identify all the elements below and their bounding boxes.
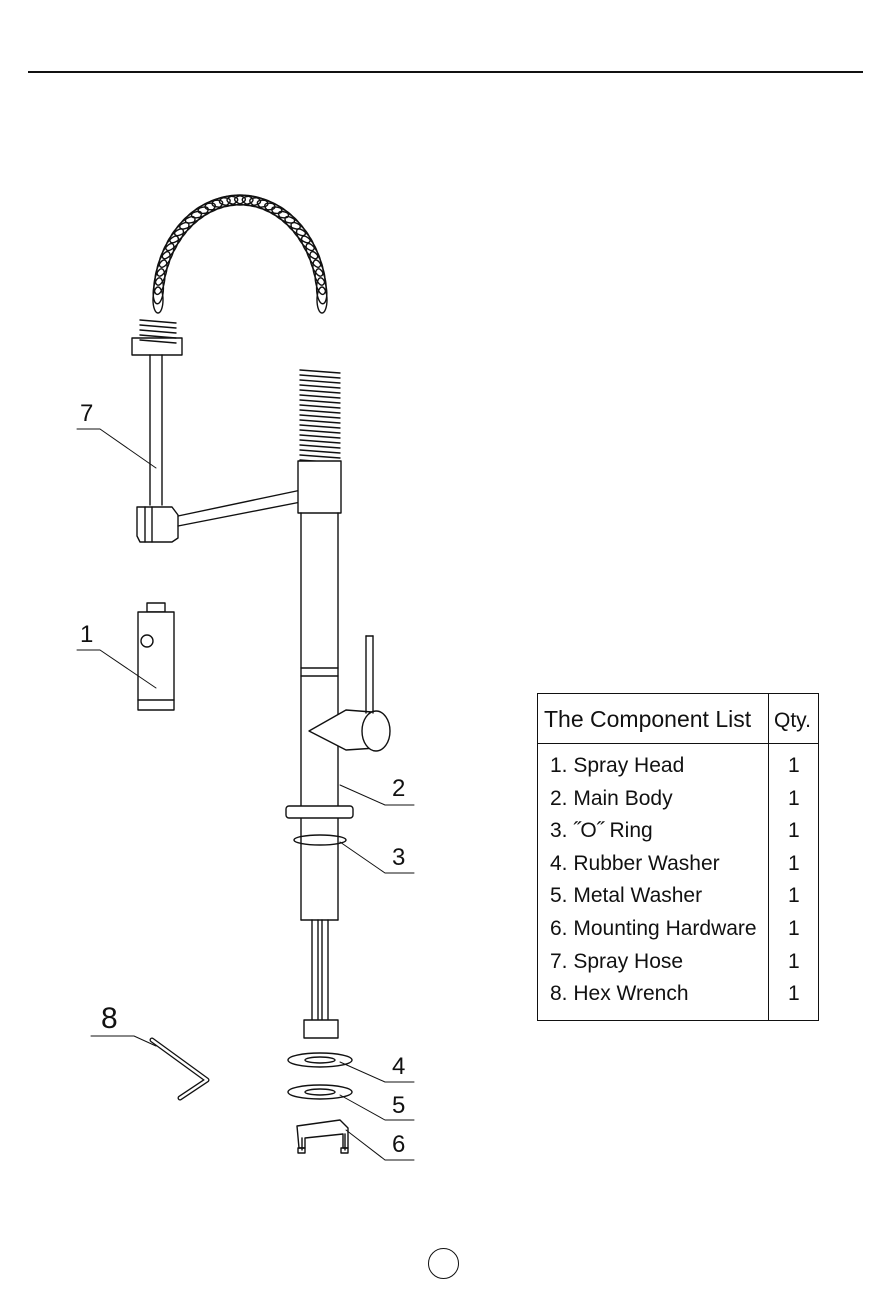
callout-4: 4 xyxy=(392,1055,405,1079)
callout-5: 5 xyxy=(392,1094,405,1118)
washers xyxy=(288,1053,352,1099)
component-qty: 1 xyxy=(788,817,800,845)
component-qty: 1 xyxy=(788,915,800,943)
hose-wind-line xyxy=(300,445,340,448)
table-row: 1. Spray Head 1 xyxy=(538,752,818,785)
table-header-divider xyxy=(538,743,818,744)
component-name: 6. Mounting Hardware xyxy=(550,915,757,943)
mounting-hardware-drawing xyxy=(297,1120,348,1153)
hose-wind-line xyxy=(140,325,176,328)
hose-wind-line xyxy=(300,395,340,398)
component-name: 1. Spray Head xyxy=(550,752,684,780)
hose-wind-line xyxy=(300,385,340,388)
table-row: 3. ˝O˝ Ring 1 xyxy=(538,817,818,850)
hose-wind-line xyxy=(300,415,340,418)
spray-hose-tube xyxy=(132,338,182,542)
hose-wind-line xyxy=(300,455,340,458)
table-row: 7. Spray Hose 1 xyxy=(538,948,818,981)
hose-wind-line xyxy=(300,410,340,413)
page-number-circle xyxy=(428,1248,459,1279)
component-name: 2. Main Body xyxy=(550,785,673,813)
table-header-qty: Qty. xyxy=(774,708,811,734)
hose-wind-line xyxy=(140,320,176,323)
component-qty: 1 xyxy=(788,785,800,813)
hose-wind-line xyxy=(300,405,340,408)
component-name: 5. Metal Washer xyxy=(550,882,702,910)
hose-wind-line xyxy=(300,400,340,403)
spring-coil xyxy=(152,194,328,313)
component-name: 8. Hex Wrench xyxy=(550,980,689,1008)
component-qty: 1 xyxy=(788,948,800,976)
hose-wind-line xyxy=(300,435,340,438)
component-table: The Component List Qty. 1. Spray Head 1 2… xyxy=(537,693,819,1021)
hose-wind-line xyxy=(140,330,176,333)
table-row: 6. Mounting Hardware 1 xyxy=(538,915,818,948)
spring-coil-turn xyxy=(154,250,173,278)
table-row: 5. Metal Washer 1 xyxy=(538,882,818,915)
table-rows: 1. Spray Head 1 2. Main Body 1 3. ˝O˝ Ring… xyxy=(538,752,818,1013)
table-row: 8. Hex Wrench 1 xyxy=(538,980,818,1013)
component-name: 4. Rubber Washer xyxy=(550,850,720,878)
spray-head-drawing xyxy=(138,603,174,710)
side-arm xyxy=(178,489,313,526)
hose-wind-line xyxy=(300,450,340,453)
hose-wind-line xyxy=(300,380,340,383)
hose-wind-line xyxy=(300,425,340,428)
main-body xyxy=(286,461,390,1038)
hose-wind-line xyxy=(300,430,340,433)
table-row: 2. Main Body 1 xyxy=(538,785,818,818)
hose-wind-line xyxy=(300,370,340,373)
leader-lines xyxy=(77,429,414,1160)
callout-3: 3 xyxy=(392,846,405,870)
component-qty: 1 xyxy=(788,850,800,878)
component-qty: 1 xyxy=(788,980,800,1008)
hose-wind-line xyxy=(300,420,340,423)
callout-8: 8 xyxy=(101,1004,118,1034)
hose-wind-line xyxy=(300,390,340,393)
component-qty: 1 xyxy=(788,752,800,780)
component-qty: 1 xyxy=(788,882,800,910)
table-header-name: The Component List xyxy=(544,706,751,732)
component-name: 7. Spray Hose xyxy=(550,948,683,976)
component-name: 3. ˝O˝ Ring xyxy=(550,817,653,845)
hose-wind-line xyxy=(300,440,340,443)
spring-coil-turn xyxy=(177,208,204,232)
callout-7: 7 xyxy=(80,402,93,426)
hex-wrench-drawing xyxy=(152,1040,207,1098)
hose-wind-line xyxy=(300,375,340,378)
table-row: 4. Rubber Washer 1 xyxy=(538,850,818,883)
callout-1: 1 xyxy=(80,623,93,647)
callout-6: 6 xyxy=(392,1133,405,1157)
callout-2: 2 xyxy=(392,777,405,801)
